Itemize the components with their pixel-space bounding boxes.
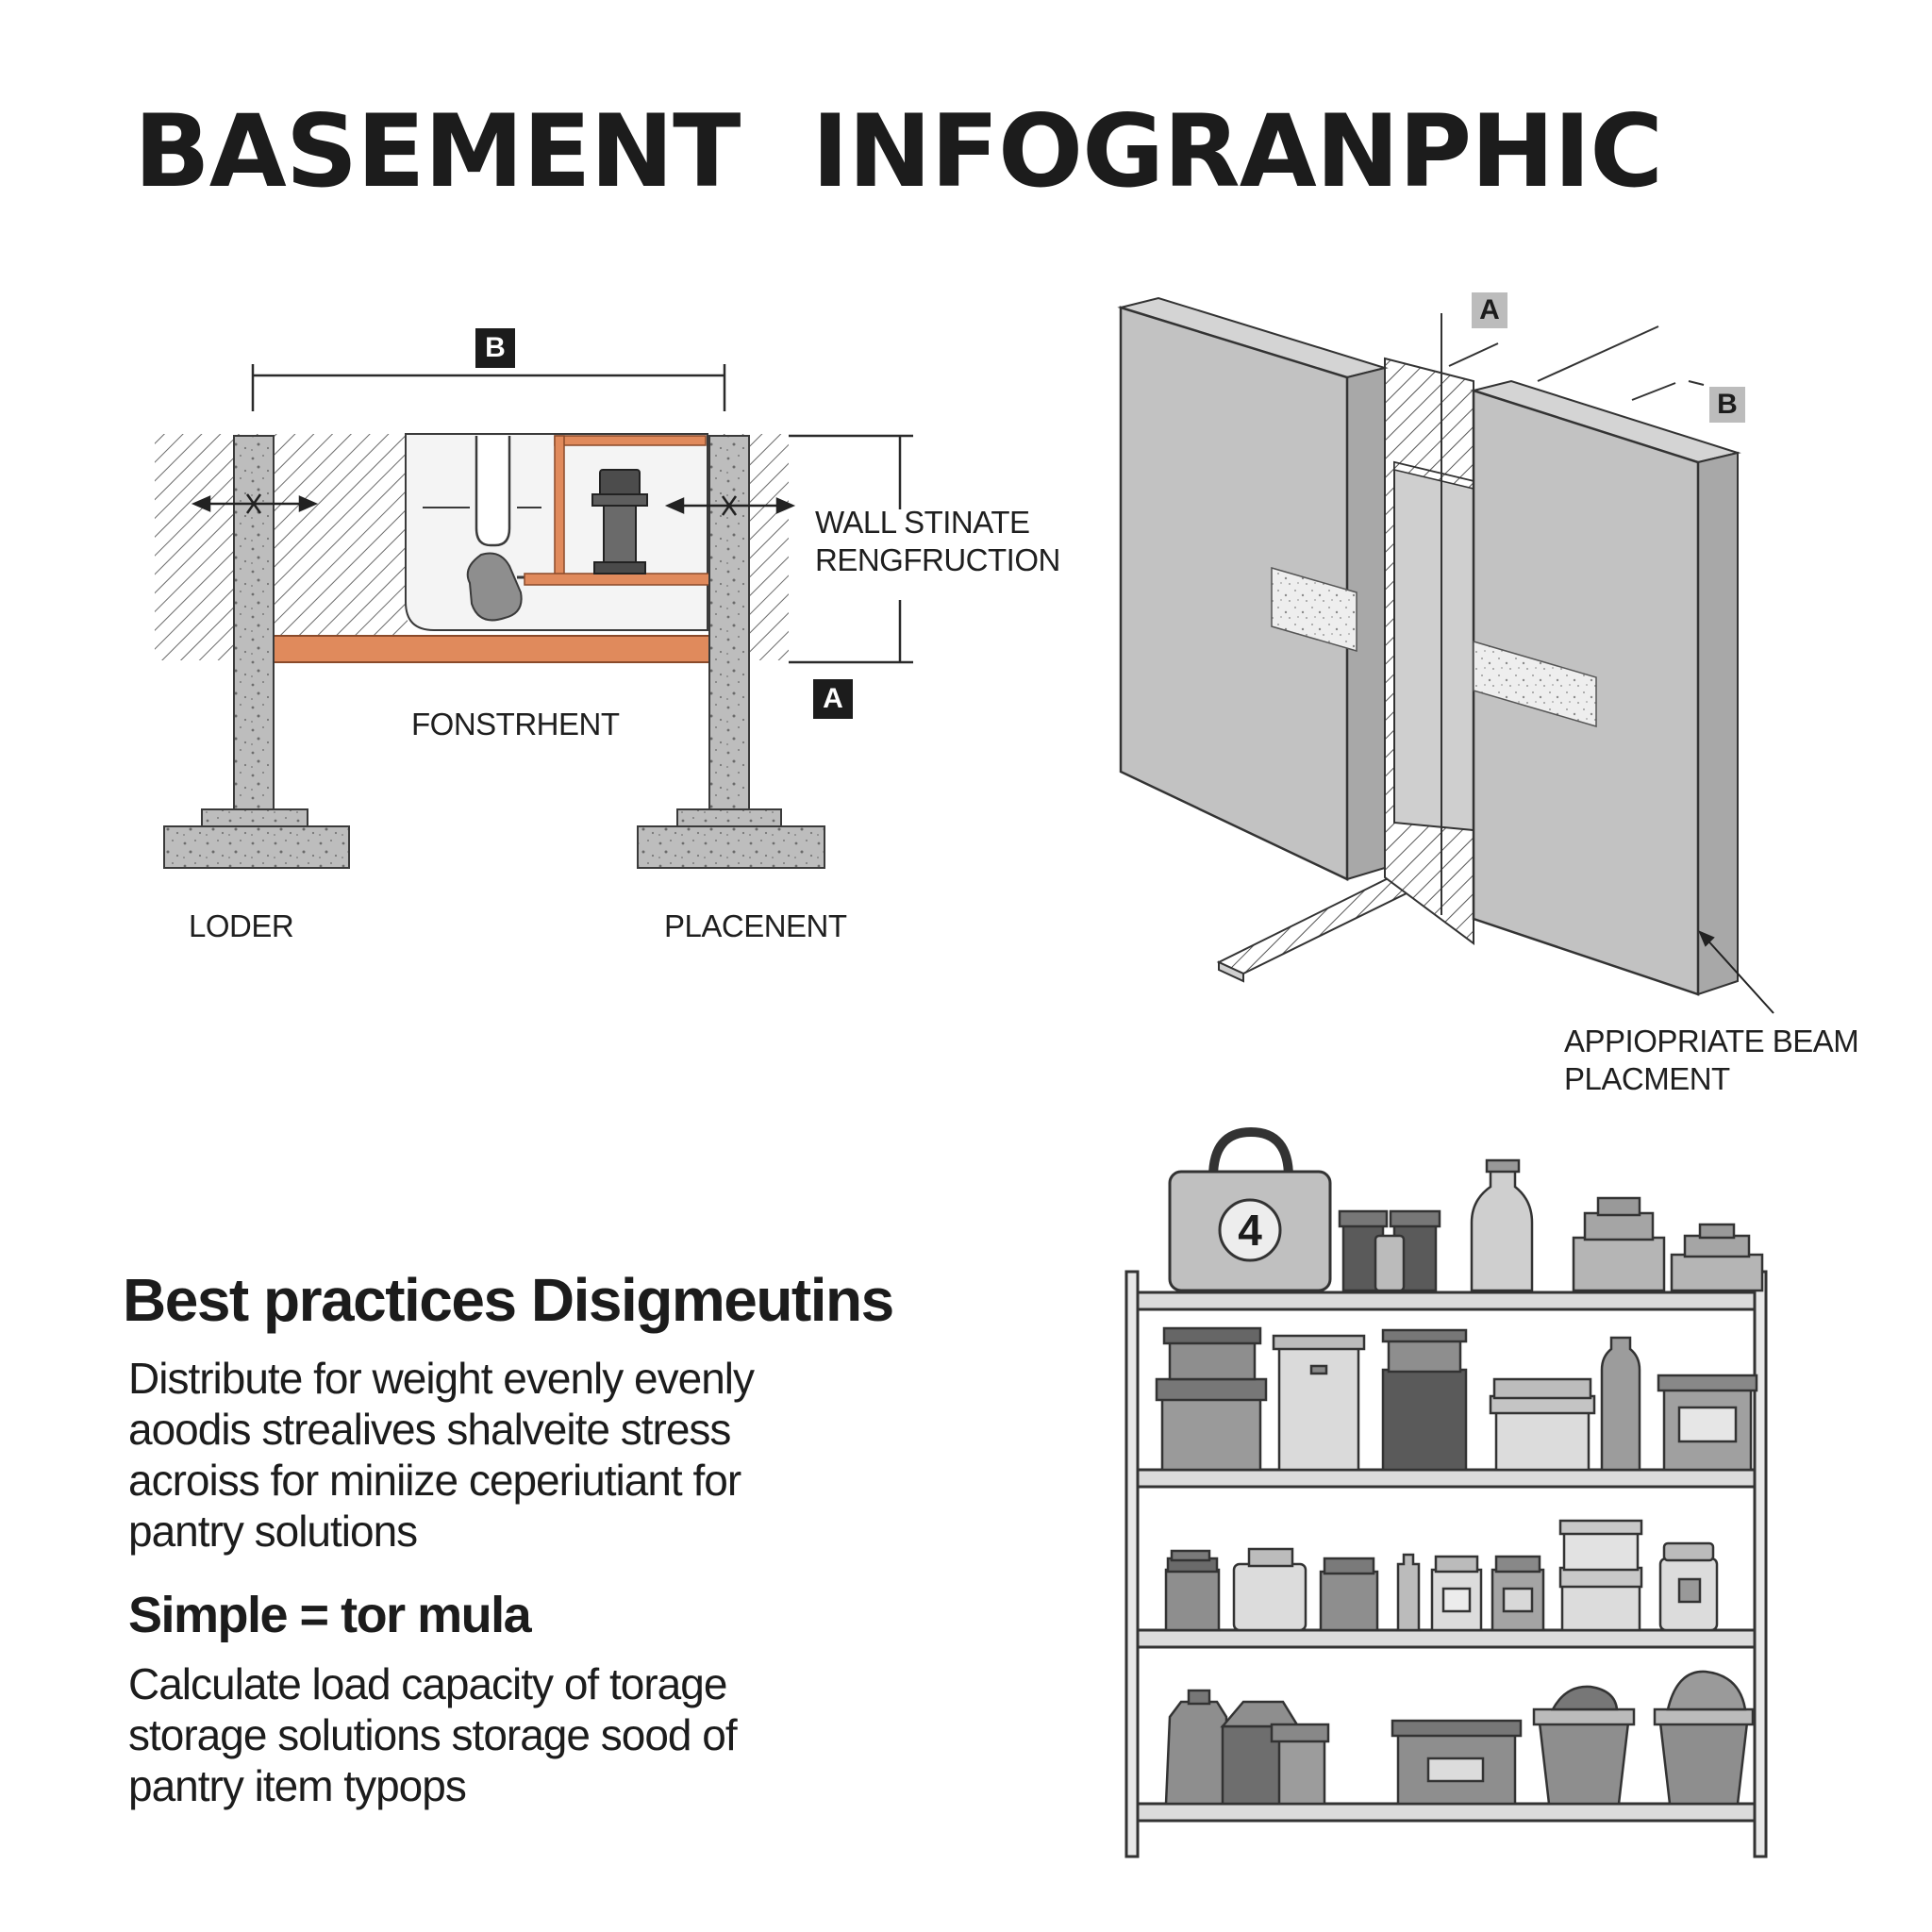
dimension-a-badge: A	[813, 679, 853, 719]
left-footing-label: LODER	[189, 908, 294, 943]
slim-bottle	[1396, 1553, 1421, 1632]
bottle	[1470, 1168, 1534, 1292]
wall-diagram: A B APPIOPRIATE BEAM PLACMENT	[1038, 264, 1932, 1132]
drain-valve	[466, 552, 523, 622]
box	[1277, 1738, 1326, 1806]
shelf-diagram: 4	[1113, 1113, 1792, 1868]
wall-label-line2: RENGFRUCTION	[815, 542, 1060, 577]
beam-callout-line2: PLACMENT	[1564, 1061, 1730, 1096]
shelf-board	[1136, 1291, 1757, 1311]
right-foundation-wall	[637, 435, 825, 869]
wall-drawing	[1117, 296, 1774, 1014]
dimension-b-badge: B	[475, 328, 515, 368]
paragraph2-line: Calculate load capacity of torage	[128, 1659, 727, 1708]
shelf-board	[1136, 1468, 1757, 1489]
shelf-board	[1136, 1628, 1757, 1649]
formula-heading: Simple = tor mula	[128, 1587, 532, 1643]
beam-callout-line1: APPIOPRIATE BEAM	[1564, 1024, 1859, 1058]
tension-arrow-left	[191, 493, 319, 514]
dimension-a	[789, 434, 913, 664]
dimension-b	[251, 364, 726, 411]
box	[1381, 1368, 1468, 1472]
paragraph1-line: acroiss for miniize ceperiutiant for	[128, 1456, 741, 1505]
wall-badge-a: A	[1472, 292, 1507, 328]
floor-slab	[273, 635, 718, 663]
paragraph1-line: pantry solutions	[128, 1507, 418, 1556]
paragraph1-line: Distribute for weight evenly evenly	[128, 1354, 755, 1403]
wall-badge-b: B	[1709, 387, 1745, 423]
container	[1560, 1583, 1641, 1632]
wall-label-line1: WALL STINATE	[815, 505, 1030, 540]
page-title: BASEMENT INFOGRANPHIC	[134, 93, 1663, 209]
jar	[1232, 1562, 1307, 1632]
jar	[1164, 1568, 1221, 1632]
callout-arrow	[1698, 930, 1774, 1014]
small-bottle	[1374, 1234, 1406, 1292]
stacked-box	[1670, 1253, 1764, 1292]
foundation-diagram: B WALL STINATE RENGFRUCTION A FONSTRHENT…	[0, 0, 1060, 1038]
right-footing-label: PLACENENT	[664, 908, 847, 943]
beam-top	[554, 435, 707, 446]
text-panel: Best practices Disigmeutins Distribute f…	[123, 1264, 972, 1811]
left-foundation-wall	[163, 435, 350, 869]
beam-post	[554, 435, 565, 580]
bucket	[1658, 1721, 1749, 1806]
center-label: FONSTRHENT	[411, 707, 620, 741]
drain-pipe	[475, 436, 511, 547]
right-wall-panel	[1470, 379, 1741, 996]
case-number-label: 4	[1238, 1206, 1262, 1255]
paragraph1-line: aoodis strealives shalveite stress	[128, 1405, 731, 1454]
shelf-board	[1136, 1802, 1757, 1823]
best-practices-paragraph: Distribute for weight evenly evenly aood…	[128, 1353, 972, 1557]
shelf-upright-right	[1753, 1270, 1768, 1858]
container	[1494, 1409, 1591, 1472]
paragraph2-line: pantry item typops	[128, 1761, 467, 1810]
bottle	[1600, 1336, 1641, 1472]
stacked-box	[1572, 1236, 1666, 1292]
shelf-upright-left	[1124, 1270, 1140, 1858]
storage-case	[1168, 1126, 1332, 1292]
best-practices-heading: Best practices Disigmeutins	[123, 1266, 894, 1334]
left-wall-panel	[1117, 296, 1389, 881]
sump-pump	[591, 469, 648, 575]
paragraph2-line: storage solutions storage sood of	[128, 1710, 738, 1759]
beam-shelf	[524, 573, 710, 586]
bin	[1160, 1396, 1262, 1472]
formula-paragraph: Calculate load capacity of torage storag…	[128, 1658, 972, 1811]
foundation-drawing	[155, 364, 913, 869]
shelf-drawing	[1124, 1126, 1768, 1858]
jar	[1319, 1570, 1379, 1632]
tension-arrow-right	[664, 495, 796, 516]
leader-lines	[1441, 313, 1705, 915]
jug	[1164, 1700, 1228, 1806]
bucket	[1538, 1721, 1630, 1806]
soil-left	[155, 434, 408, 660]
